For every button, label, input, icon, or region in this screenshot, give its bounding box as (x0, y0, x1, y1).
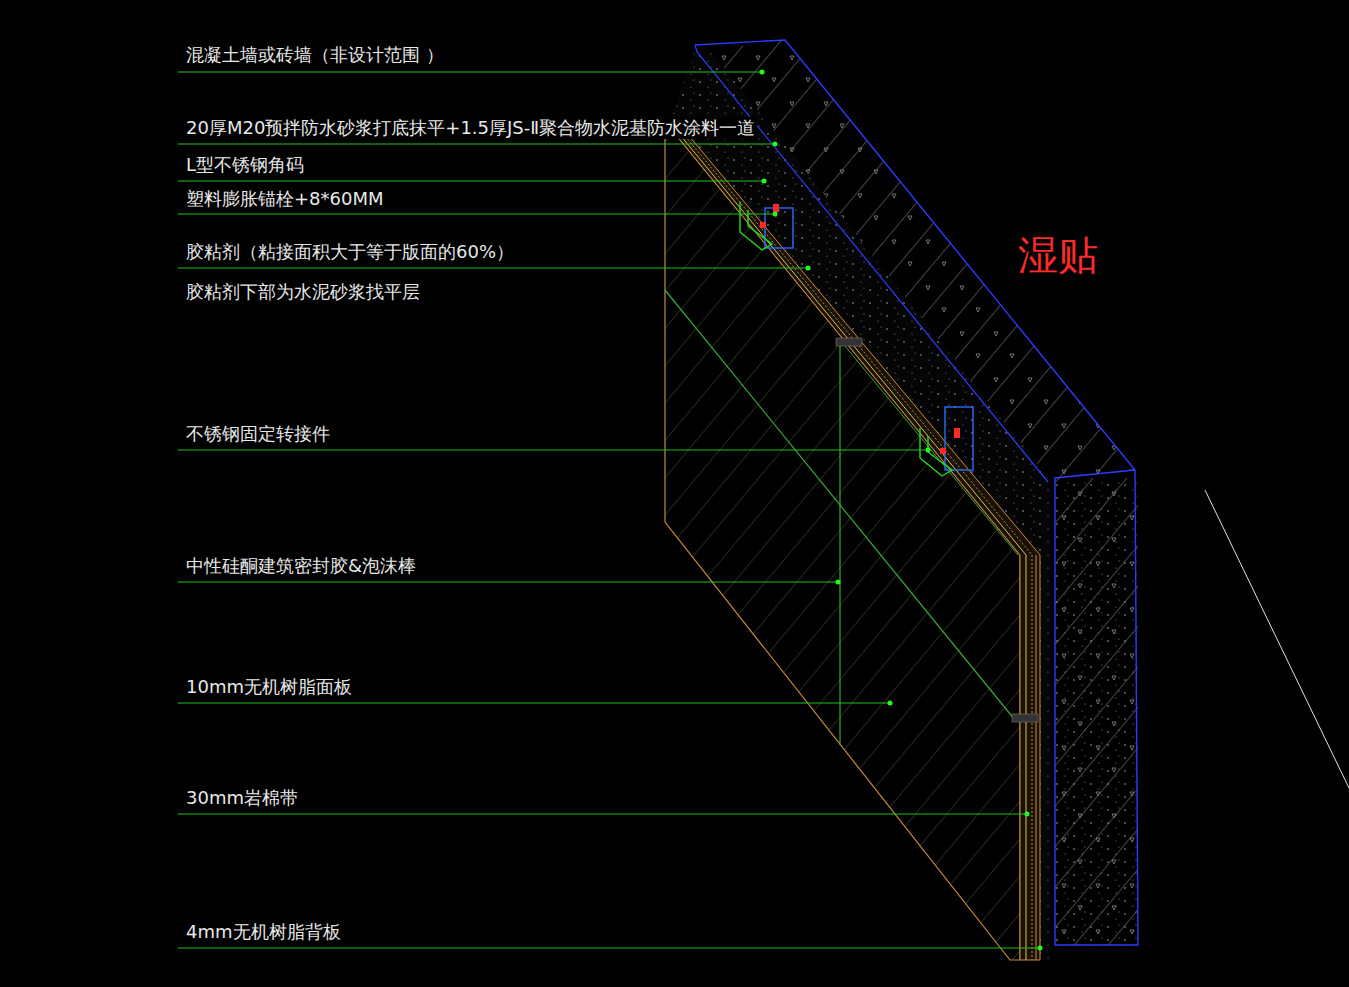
callout-label: 胶粘剂（粘接面积大于等于版面的60%） (184, 241, 516, 263)
callout-label: 4mm无机树脂背板 (184, 921, 343, 943)
method-title: 湿贴 (1016, 232, 1100, 278)
callout-label: 胶粘剂下部为水泥砂浆找平层 (184, 281, 422, 303)
callout-label: 中性硅酮建筑密封胶&泡沫棒 (184, 555, 418, 577)
callout-label: L型不锈钢角码 (184, 154, 306, 176)
callout-label: 30mm岩棉带 (184, 787, 300, 809)
leader-lines (178, 70, 1043, 951)
callout-label: 不锈钢固定转接件 (184, 423, 332, 445)
callout-label: 混凝土墙或砖墙（非设计范围 ） (184, 44, 446, 66)
callout-label: 20厚M20预拌防水砂浆打底抹平+1.5厚JS-Ⅱ聚合物水泥基防水涂料一道 (184, 117, 757, 139)
callout-label: 10mm无机树脂面板 (184, 676, 354, 698)
callout-label: 塑料膨胀锚栓+8*60MM (184, 188, 386, 210)
